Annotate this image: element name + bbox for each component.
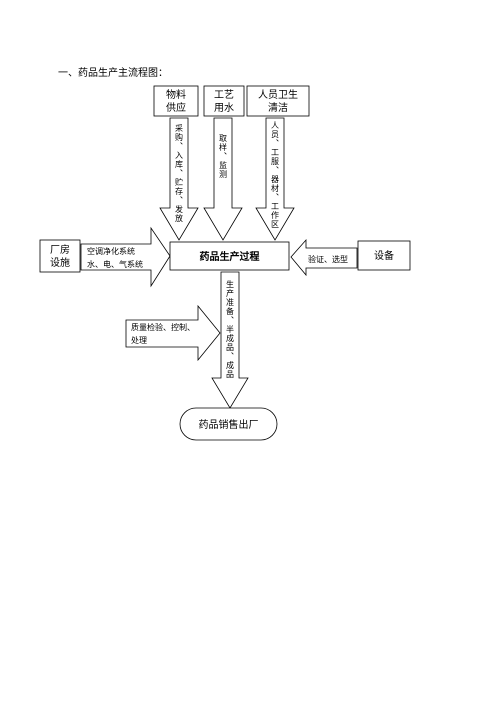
materials-label-2: 供应 (166, 101, 186, 114)
materials-arrow (159, 117, 199, 241)
equipment-box (357, 240, 411, 271)
facility-arrow-label-2: 水、电、气系统 (87, 259, 143, 269)
quality-arrow-label-2: 处理 (131, 335, 147, 345)
materials-box (153, 85, 199, 117)
facility-label-2: 设施 (50, 256, 70, 269)
water-arrow (203, 117, 243, 241)
process-label: 药品生产过程 (200, 250, 260, 263)
water-arrow-label: 取样、监测 (219, 134, 228, 179)
hygiene-arrow (255, 117, 295, 241)
process-box (169, 241, 290, 271)
materials-label-1: 物料 (166, 88, 186, 101)
water-label-2: 用水 (214, 102, 234, 114)
output-arrow (211, 271, 249, 409)
sales-box (179, 407, 278, 441)
facility-arrow (80, 226, 171, 288)
equipment-arrow-label: 验证、选型 (308, 254, 348, 264)
facility-box (39, 239, 81, 273)
facility-arrow-label-1: 空调净化系统 (87, 246, 135, 256)
quality-arrow-label-1: 质量检验、控制、 (131, 322, 195, 332)
equipment-arrow (290, 238, 358, 277)
hygiene-label-1: 人员卫生 (258, 88, 298, 101)
sales-label: 药品销售出厂 (199, 418, 259, 431)
equipment-label: 设备 (374, 249, 394, 262)
facility-label-1: 厂房 (50, 243, 70, 256)
hygiene-box (246, 85, 310, 117)
hygiene-label-2: 清洁 (268, 101, 288, 114)
page-title: 一、药品生产主流程图： (58, 68, 168, 79)
water-label-1: 工艺 (214, 89, 234, 101)
quality-arrow (125, 304, 221, 362)
water-box (203, 85, 245, 117)
hygiene-arrow-label: 人员、工服、器材、工作区 (271, 121, 280, 229)
materials-arrow-label: 采购、入库、贮存、发放 (175, 123, 184, 223)
output-arrow-label: 生产准备、半成品、成品 (226, 279, 235, 379)
